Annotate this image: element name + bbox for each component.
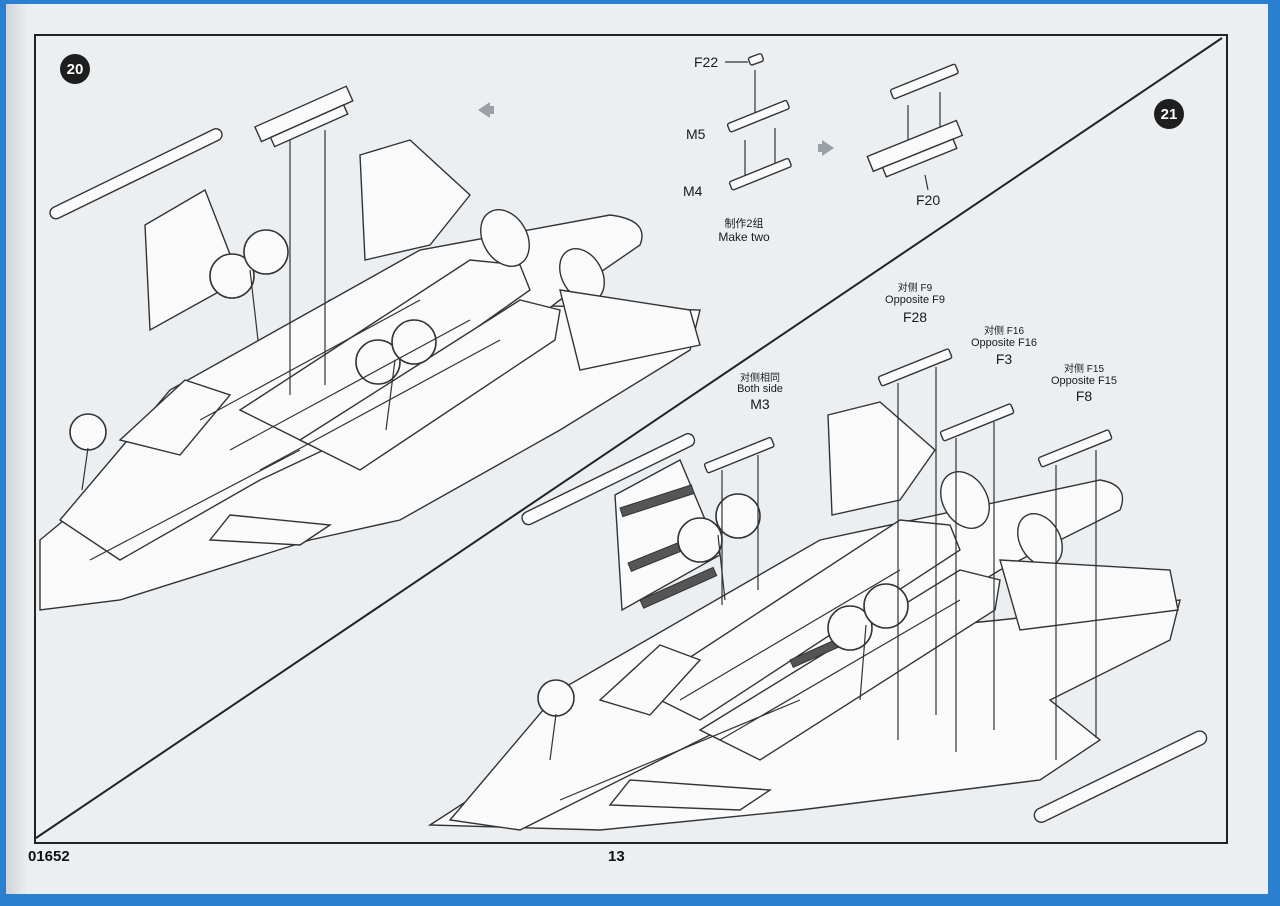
step21-aircraft-illustration <box>427 348 1208 831</box>
label-f28-en: Opposite F9 <box>885 294 945 306</box>
label-f8-cn: 对侧 F15 <box>1063 364 1105 375</box>
step-20-badge-icon: 20 <box>60 54 90 84</box>
label-f3-en: Opposite F16 <box>970 337 1038 349</box>
label-part-m5: M5 <box>686 126 706 142</box>
step-21-badge-icon: 21 <box>1154 99 1184 129</box>
label-f3-cn: 对侧 F16 <box>983 326 1025 337</box>
label-part-f22: F22 <box>694 54 719 70</box>
arrow-right-icon <box>818 140 834 156</box>
step20-aircraft-illustration <box>39 85 701 611</box>
note-make-two-en: Make two <box>718 230 770 244</box>
page-number: 13 <box>608 848 625 865</box>
label-m3-en: Both side <box>737 383 783 395</box>
step-divider-line <box>35 37 1223 839</box>
label-f28-cn: 对侧 F9 <box>897 283 933 294</box>
note-make-two-cn: 制作2组 <box>724 218 764 230</box>
subassembly-parts <box>725 53 964 191</box>
label-part-f3: F3 <box>995 351 1013 367</box>
label-part-f20: F20 <box>916 192 941 208</box>
page-binding <box>6 4 28 894</box>
label-part-f8: F8 <box>1075 388 1093 404</box>
steps-frame <box>34 34 1228 844</box>
label-part-m4: M4 <box>683 183 703 199</box>
label-m3-cn: 对侧相同 <box>740 373 780 384</box>
label-part-m3: M3 <box>750 396 770 412</box>
label-f8-en: Opposite F15 <box>1050 375 1118 387</box>
kit-number: 01652 <box>28 848 70 865</box>
label-part-f28: F28 <box>902 309 928 325</box>
arrow-left-icon <box>478 102 494 118</box>
